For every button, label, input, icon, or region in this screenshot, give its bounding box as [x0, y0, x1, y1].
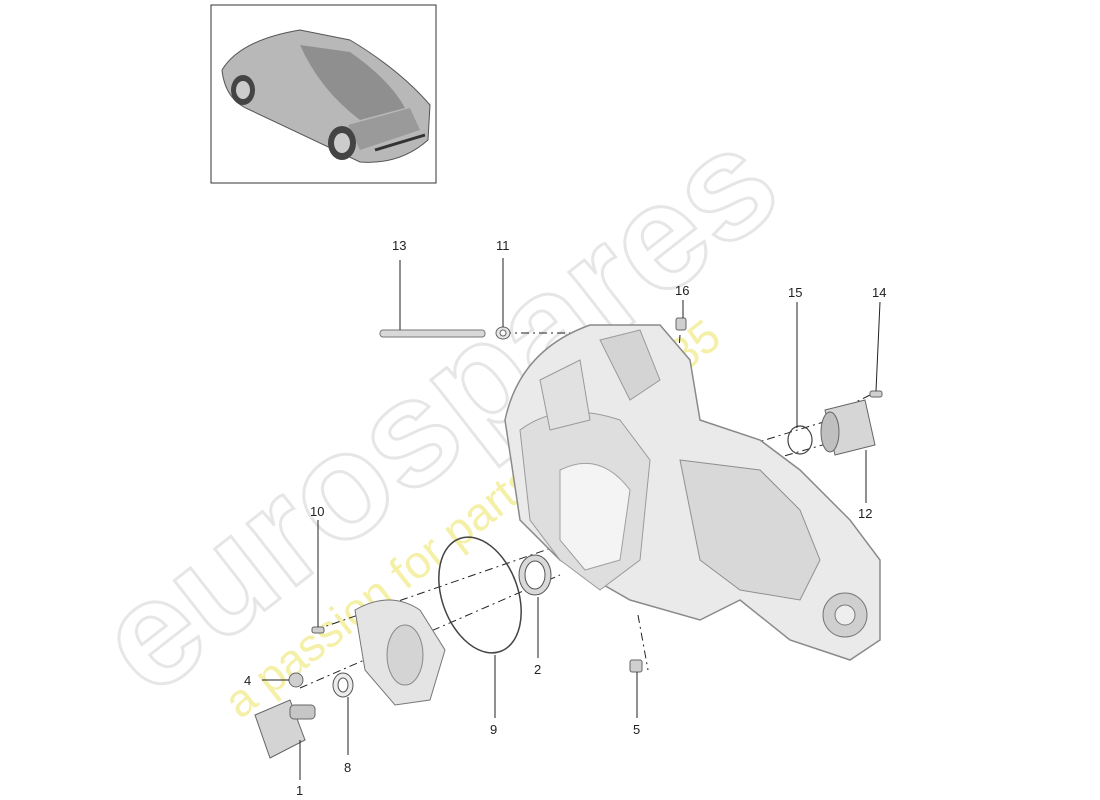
callout-1: 1: [296, 783, 303, 798]
bearing-ring-part: [518, 554, 552, 596]
callout-12: 13: [392, 238, 406, 253]
callout-11: 11: [496, 238, 510, 253]
callout-10: 10: [310, 504, 324, 519]
side-cover-part: [354, 599, 446, 706]
bolt-part-15: [869, 390, 883, 398]
flange-shaft-part: [254, 699, 316, 759]
actuator-part: [820, 399, 876, 456]
callouts: 13 11 16 15 14 12 10 2 9 5 4 8 1: [244, 238, 886, 798]
callout-2: 2: [534, 662, 541, 677]
shaft-part: [379, 329, 486, 338]
callout-4: 4: [244, 673, 251, 688]
callout-16: 16: [675, 283, 689, 298]
plug-part: [675, 317, 687, 331]
drain-plug-part: [629, 659, 643, 673]
callout-5: 5: [633, 722, 640, 737]
small-bearing-part: [288, 672, 304, 688]
o-ring-large-part: [438, 536, 522, 654]
small-ring-part: [495, 326, 511, 340]
parts: [254, 317, 883, 759]
callout-13: 12: [858, 506, 872, 521]
car-icon: [221, 29, 431, 163]
seal-ring-part: [332, 672, 354, 698]
callout-14: 15: [788, 285, 802, 300]
transmission-housing: [504, 324, 881, 661]
callout-8: 8: [344, 760, 351, 775]
o-ring-small-part: [787, 425, 813, 455]
callout-15: 14: [872, 285, 886, 300]
bolt-part-10: [311, 626, 325, 634]
vehicle-thumbnail: [210, 4, 437, 184]
callout-leaders: [262, 258, 881, 780]
callout-9: 9: [490, 722, 497, 737]
